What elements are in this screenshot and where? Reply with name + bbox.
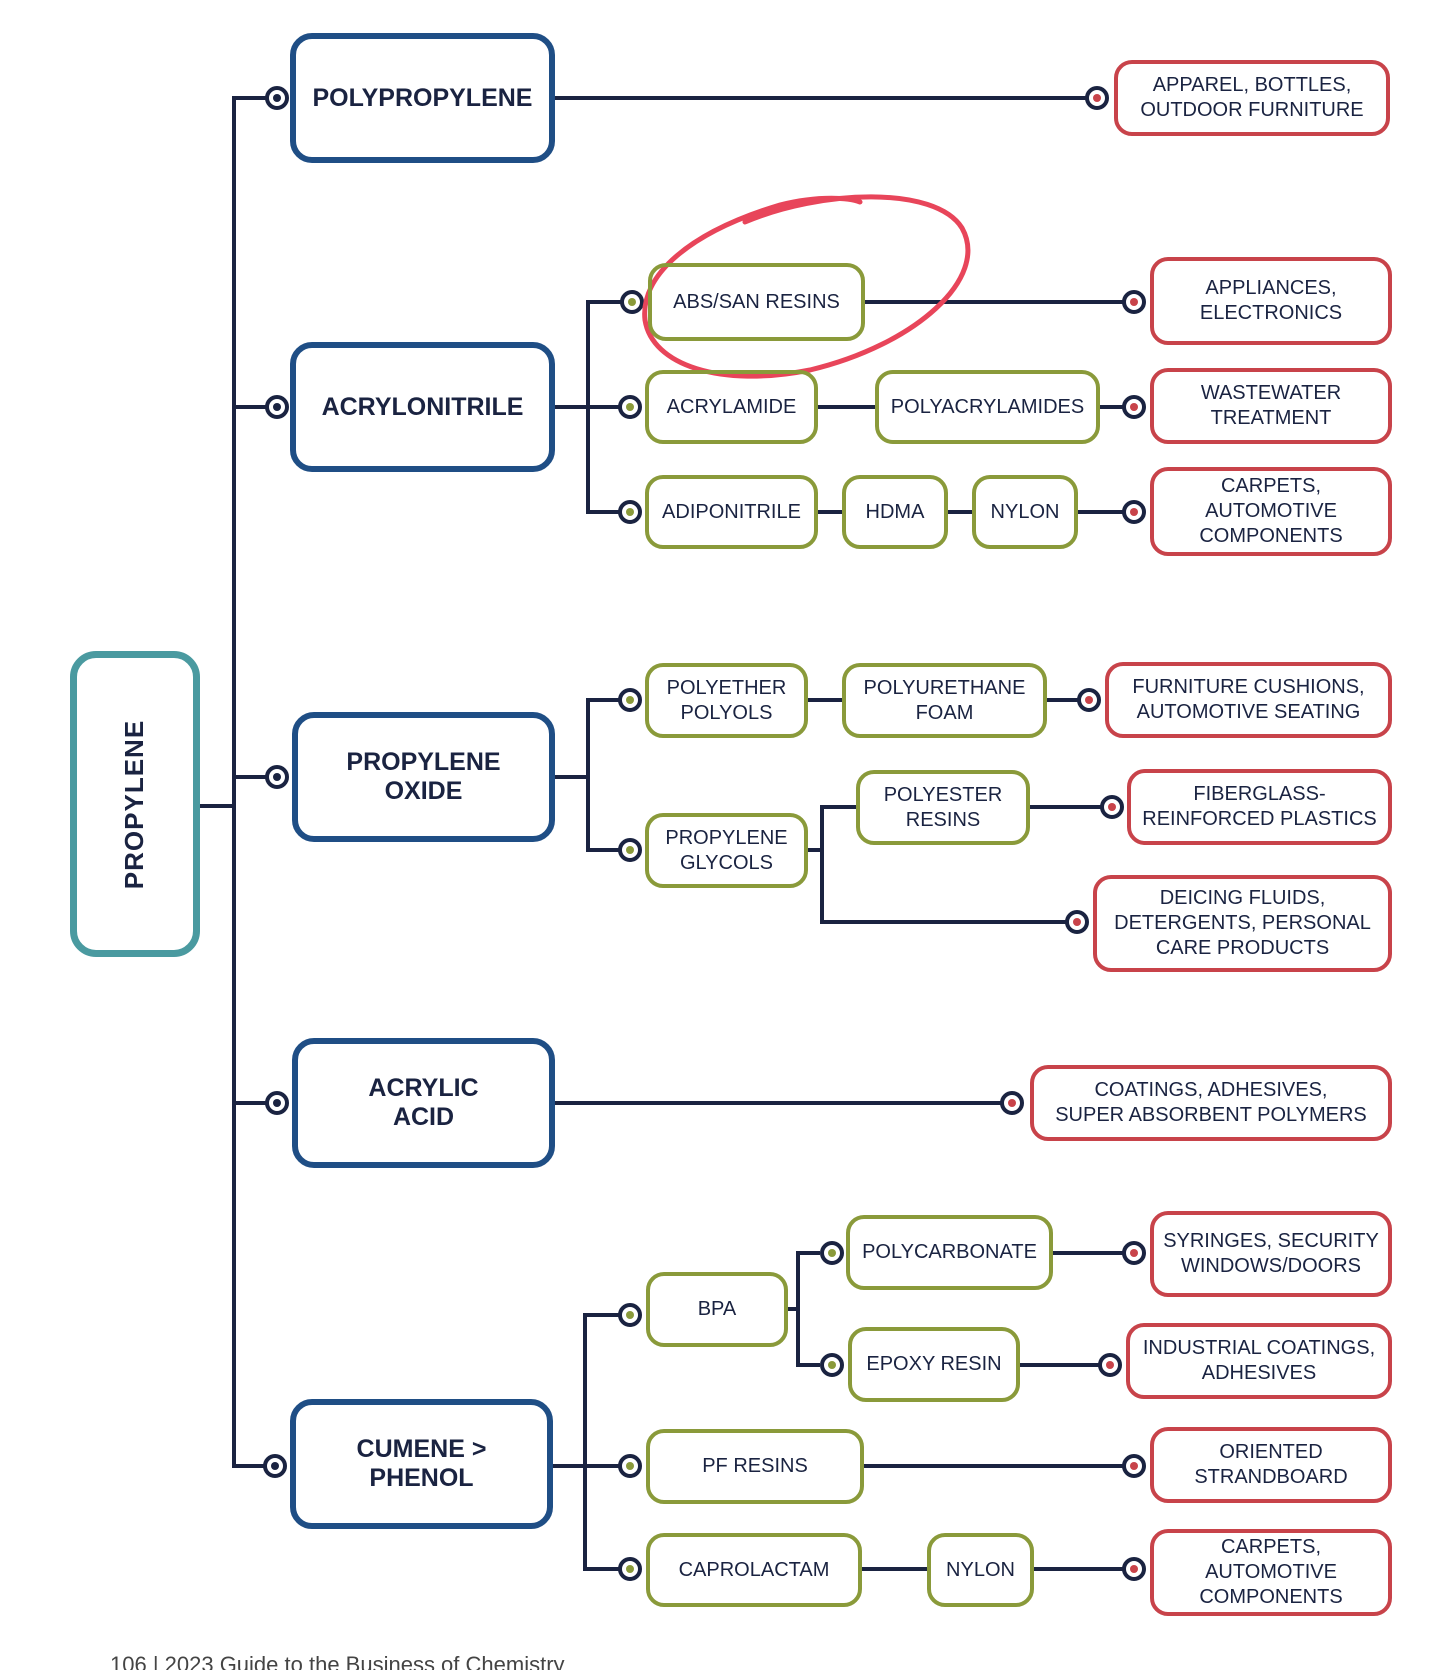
node-abs-san-resins: ABS/SAN RESINS	[648, 263, 865, 341]
connector-node-dot	[1085, 696, 1093, 704]
node-polypropylene: POLYPROPYLENE	[290, 33, 555, 163]
connector-node-dot	[628, 298, 636, 306]
node-pf-resins: PF RESINS	[646, 1429, 864, 1504]
connector-node-dot	[626, 696, 634, 704]
enduse-oriented-strandboard: ORIENTED STRANDBOARD	[1150, 1427, 1392, 1503]
node-epoxy-resin: EPOXY RESIN	[848, 1327, 1020, 1402]
root-node-propylene: PROPYLENE	[70, 651, 200, 957]
connector-node-dot	[1073, 918, 1081, 926]
connector-node-dot	[626, 1565, 634, 1573]
enduse-coatings-adhesives: COATINGS, ADHESIVES, SUPER ABSORBENT POL…	[1030, 1065, 1392, 1141]
node-hdma: HDMA	[842, 475, 948, 549]
connector-node-dot	[626, 846, 634, 854]
node-cumene-phenol: CUMENE > PHENOL	[290, 1399, 553, 1529]
connector-node-dot	[1130, 508, 1138, 516]
enduse-syringes-windows: SYRINGES, SECURITY WINDOWS/DOORS	[1150, 1211, 1392, 1297]
enduse-carpets-automotive-2: CARPETS, AUTOMOTIVE COMPONENTS	[1150, 1529, 1392, 1616]
enduse-apparel-bottles: APPAREL, BOTTLES, OUTDOOR FURNITURE	[1114, 60, 1390, 136]
connector-node-dot	[1130, 1565, 1138, 1573]
root-label: PROPYLENE	[119, 719, 150, 889]
node-caprolactam: CAPROLACTAM	[646, 1533, 862, 1607]
node-acrylamide: ACRYLAMIDE	[645, 370, 818, 444]
connector-node-dot	[828, 1249, 836, 1257]
connector-node-dot	[1130, 298, 1138, 306]
node-nylon-1: NYLON	[972, 475, 1078, 549]
node-polycarbonate: POLYCARBONATE	[846, 1215, 1053, 1290]
node-acrylic-acid: ACRYLIC ACID	[292, 1038, 555, 1168]
connector-node-dot	[626, 403, 634, 411]
enduse-fiberglass-plastics: FIBERGLASS- REINFORCED PLASTICS	[1127, 769, 1392, 845]
node-polyether-polyols: POLYETHER POLYOLS	[645, 663, 808, 738]
enduse-deicing-fluids: DEICING FLUIDS, DETERGENTS, PERSONAL CAR…	[1093, 875, 1392, 972]
enduse-appliances-electronics: APPLIANCES, ELECTRONICS	[1150, 257, 1392, 345]
connector-node-dot	[626, 508, 634, 516]
node-nylon-2: NYLON	[927, 1533, 1034, 1607]
connector-node-dot	[1093, 94, 1101, 102]
node-propylene-oxide: PROPYLENE OXIDE	[292, 712, 555, 842]
connector-node-dot	[273, 773, 281, 781]
node-adiponitrile: ADIPONITRILE	[645, 475, 818, 549]
connector-node-dot	[273, 403, 281, 411]
node-polyester-resins: POLYESTER RESINS	[856, 770, 1030, 845]
connector-node-dot	[828, 1361, 836, 1369]
node-acrylonitrile: ACRYLONITRILE	[290, 342, 555, 472]
connector-node-dot	[626, 1311, 634, 1319]
page-footer: 106 | 2023 Guide to the Business of Chem…	[110, 1652, 565, 1670]
connector-node-dot	[273, 94, 281, 102]
connector-node-dot	[1106, 1361, 1114, 1369]
connector-node-dot	[1130, 1249, 1138, 1257]
connector-node-dot	[1130, 403, 1138, 411]
connector-node-dot	[1108, 803, 1116, 811]
connector-node-dot	[626, 1462, 634, 1470]
connector-node-dot	[1130, 1462, 1138, 1470]
highlight-circle	[642, 194, 971, 379]
connector-node-dot	[271, 1462, 279, 1470]
enduse-wastewater-treatment: WASTEWATER TREATMENT	[1150, 368, 1392, 444]
connector-node-dot	[1008, 1099, 1016, 1107]
node-polyurethane-foam: POLYURETHANE FOAM	[842, 663, 1047, 738]
connector-node-dot	[273, 1099, 281, 1107]
node-bpa: BPA	[646, 1272, 788, 1347]
node-propylene-glycols: PROPYLENE GLYCOLS	[645, 813, 808, 888]
enduse-industrial-coatings: INDUSTRIAL COATINGS, ADHESIVES	[1126, 1323, 1392, 1399]
node-polyacrylamides: POLYACRYLAMIDES	[875, 370, 1100, 444]
enduse-carpets-automotive-1: CARPETS, AUTOMOTIVE COMPONENTS	[1150, 467, 1392, 556]
enduse-furniture-cushions: FURNITURE CUSHIONS, AUTOMOTIVE SEATING	[1105, 662, 1392, 738]
